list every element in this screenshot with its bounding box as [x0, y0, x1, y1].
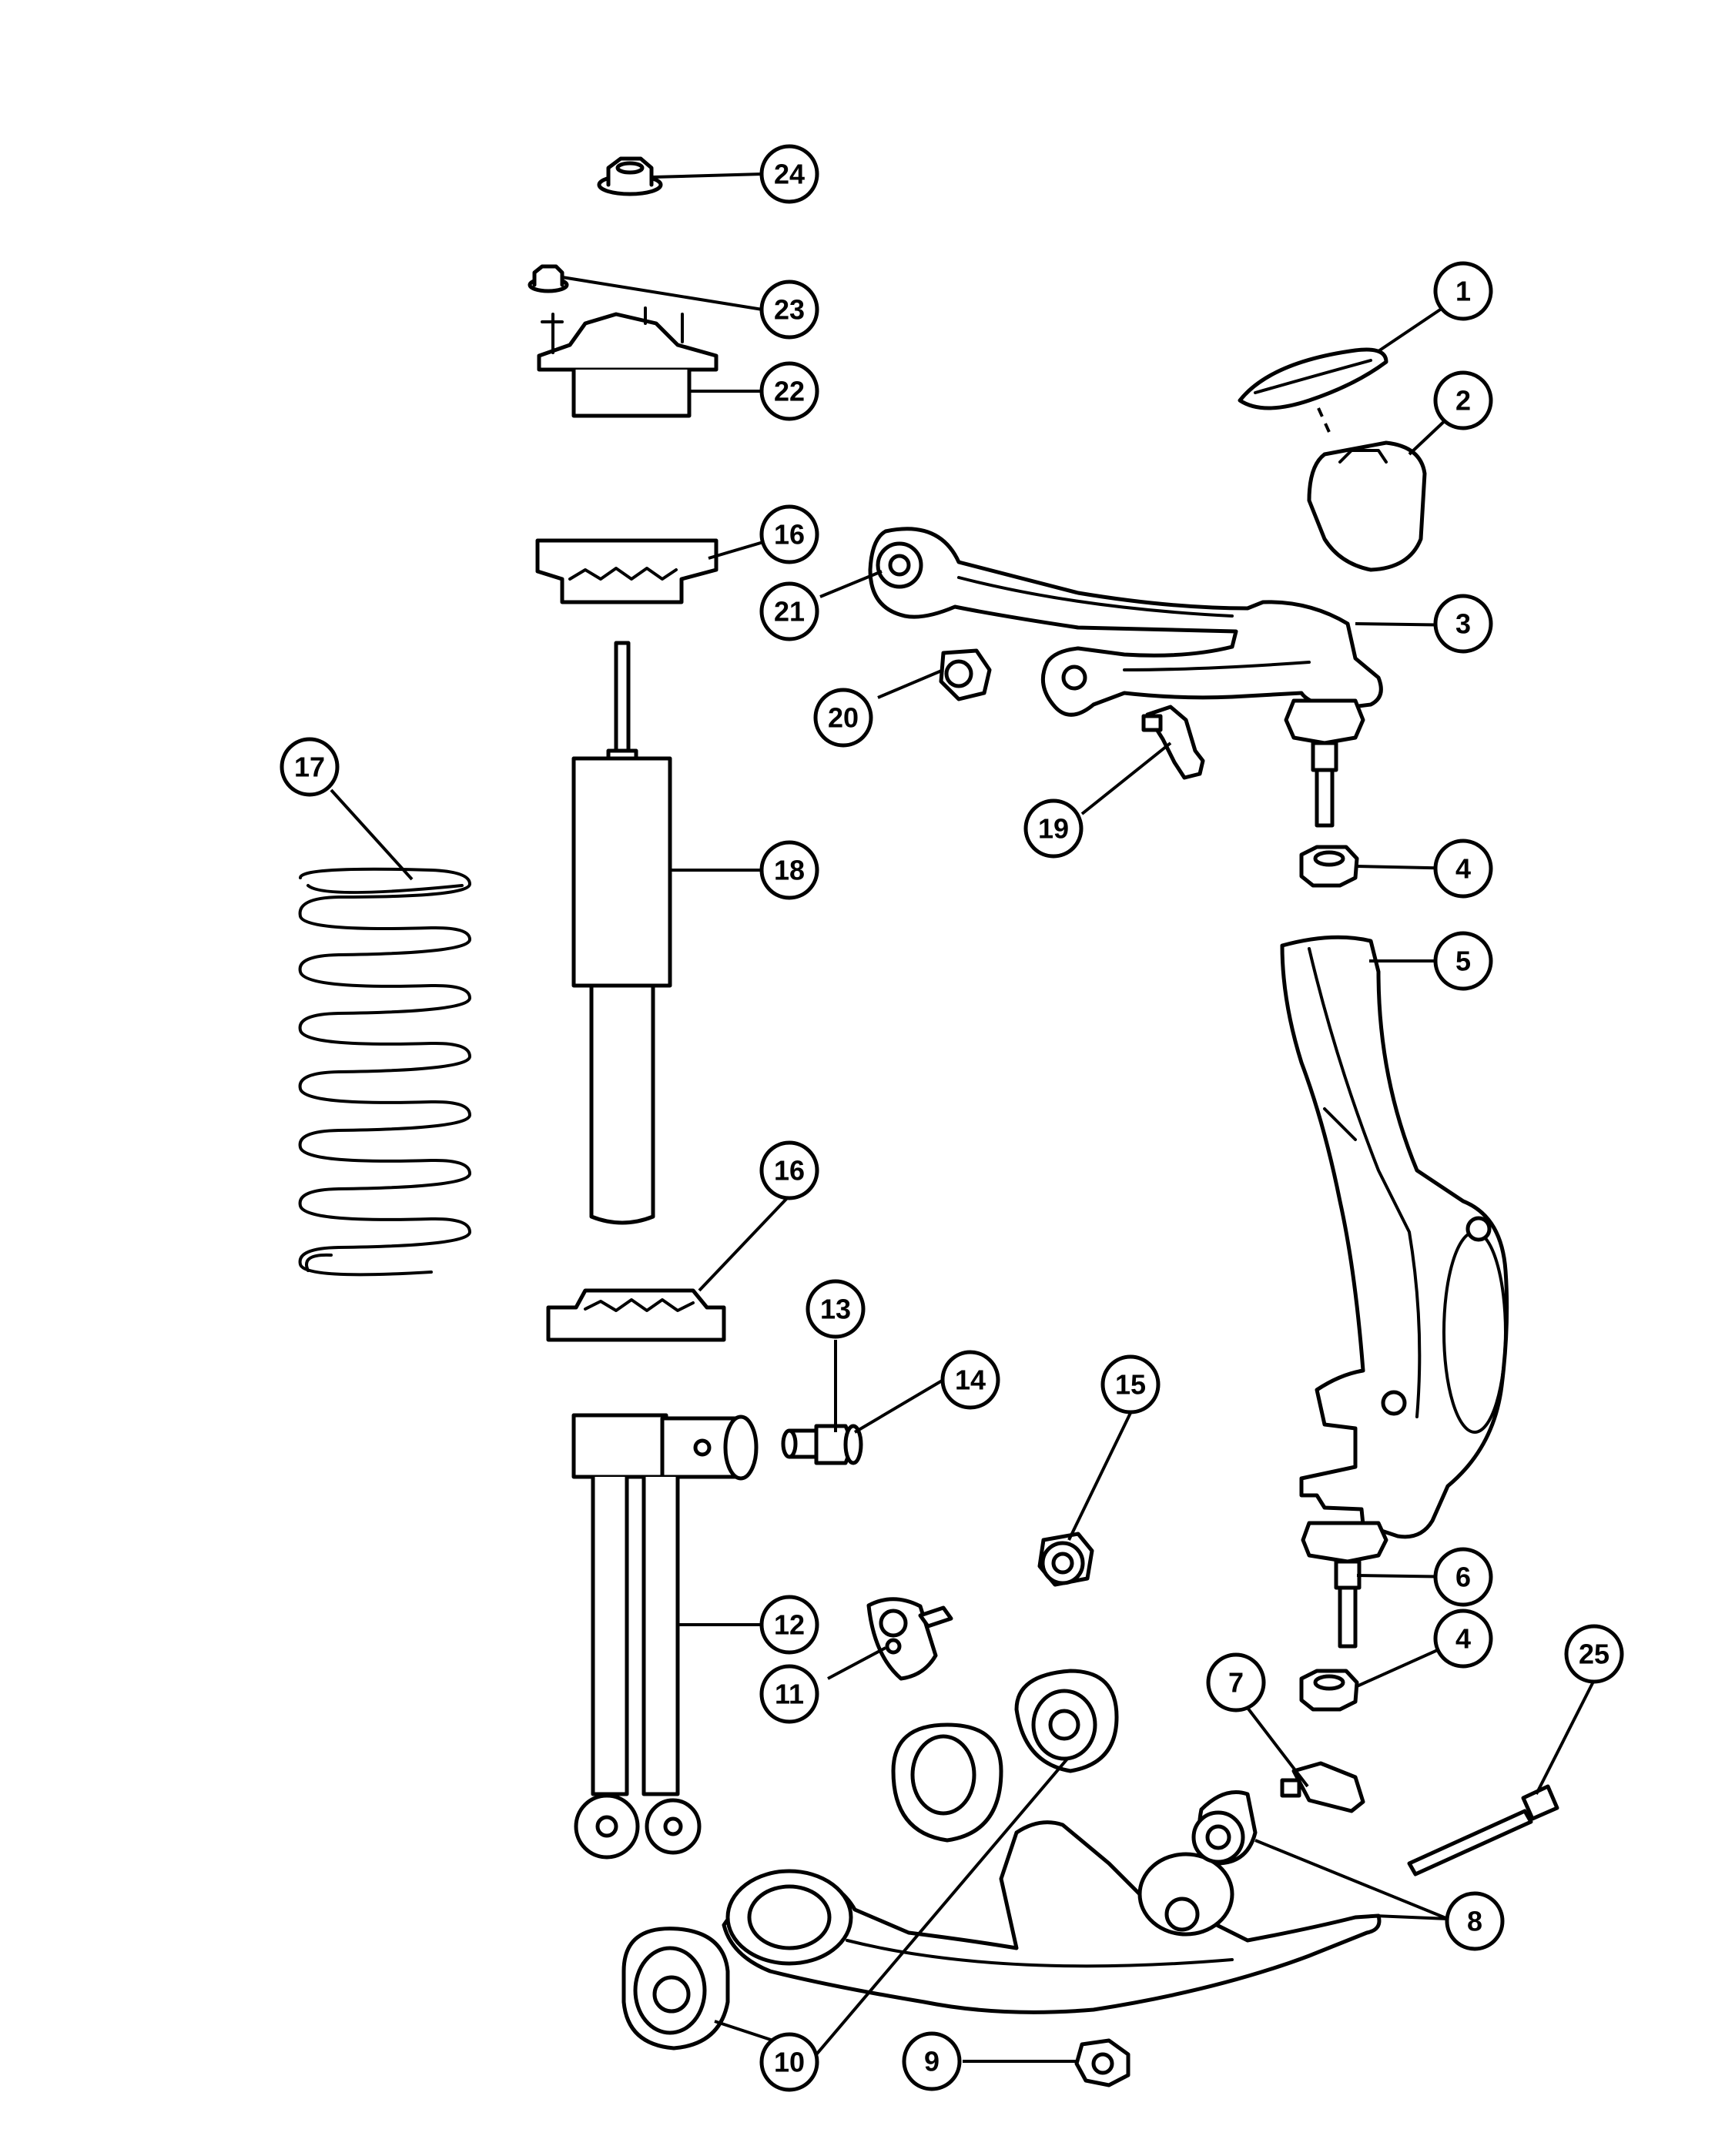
wheel-speed-sensor-part	[1280, 1761, 1365, 1813]
small-nut-part	[528, 264, 569, 293]
bumper-cap-part	[1238, 347, 1388, 440]
callout-21: 21	[759, 581, 819, 641]
callout-label: 18	[774, 855, 805, 886]
callout-14: 14	[940, 1350, 1000, 1410]
callout-label: 14	[955, 1364, 986, 1396]
callout-label: 11	[775, 1679, 804, 1710]
callout-23: 23	[759, 280, 819, 340]
callout-label: 3	[1455, 608, 1471, 640]
callout-20: 20	[813, 688, 873, 748]
callout-16-upper: 16	[759, 504, 819, 564]
callout-label: 7	[1228, 1667, 1244, 1699]
callout-11: 11	[759, 1664, 819, 1724]
cam-bolt-part	[866, 1597, 953, 1681]
ball-joint-nut-part	[1299, 1669, 1359, 1712]
callout-label: 6	[1455, 1562, 1471, 1593]
callout-13: 13	[806, 1279, 866, 1339]
callout-1: 1	[1433, 261, 1493, 321]
callout-label: 16	[774, 519, 805, 551]
flange-nut-part	[597, 156, 663, 196]
callout-16-lower: 16	[759, 1140, 819, 1200]
lower-control-arm-part	[621, 1669, 1382, 2051]
callout-7: 7	[1206, 1652, 1266, 1712]
callout-17: 17	[280, 737, 340, 797]
callout-8: 8	[1445, 1891, 1505, 1951]
callout-label: 20	[828, 702, 859, 734]
lower-ball-joint-part	[1301, 1521, 1388, 1649]
upper-spring-isolator-part	[535, 538, 718, 604]
callout-19: 19	[1023, 798, 1084, 859]
callout-label: 15	[1115, 1369, 1146, 1401]
upper-mount-part	[537, 306, 718, 418]
bolt-and-nut-part	[781, 1424, 863, 1465]
callout-label: 4	[1455, 853, 1471, 885]
steering-knuckle-part	[1280, 935, 1509, 1539]
callout-22: 22	[759, 361, 819, 421]
sensor-part	[1141, 705, 1205, 780]
callout-label: 23	[774, 294, 805, 326]
callout-18: 18	[759, 840, 819, 900]
upper-control-arm-part	[868, 527, 1383, 828]
ball-joint-nut-part	[1299, 845, 1359, 888]
callout-12: 12	[759, 1595, 819, 1655]
callout-5: 5	[1433, 931, 1493, 991]
callout-label: 17	[294, 752, 325, 783]
hex-nut-part	[1037, 1532, 1094, 1587]
callout-9: 9	[902, 2031, 962, 2091]
cam-nut-part	[939, 648, 992, 701]
lower-spring-isolator-part	[546, 1288, 726, 1342]
callout-label: 22	[774, 376, 805, 407]
callout-label: 8	[1467, 1906, 1482, 1937]
callout-label: 9	[924, 2046, 940, 2077]
callout-label: 21	[774, 596, 805, 628]
callout-label: 4	[1455, 1623, 1471, 1655]
callout-25: 25	[1564, 1624, 1624, 1684]
callout-label: 1	[1455, 276, 1471, 307]
callout-label: 10	[774, 2047, 805, 2078]
callout-label: 16	[774, 1155, 805, 1187]
lower-arm-nut-part	[1074, 2038, 1130, 2087]
shock-absorber-part	[571, 641, 672, 1225]
callout-4: 4	[1433, 839, 1493, 899]
leader-lines	[330, 172, 1596, 2065]
long-bolt-part	[1407, 1784, 1559, 1876]
callout-6: 6	[1433, 1547, 1493, 1607]
callout-24: 24	[759, 144, 819, 204]
callout-label: 19	[1038, 813, 1069, 845]
callout-2: 2	[1433, 370, 1493, 430]
callout-label: 24	[774, 159, 805, 190]
stabilizer-link-part	[571, 1413, 759, 1860]
callout-label: 2	[1455, 385, 1471, 417]
callout-label: 5	[1455, 946, 1471, 977]
callout-3: 3	[1433, 594, 1493, 654]
callout-label: 13	[820, 1294, 851, 1325]
jounce-bumper-part	[1307, 440, 1427, 572]
callout-label: 25	[1579, 1639, 1609, 1670]
callout-4b: 4	[1433, 1609, 1493, 1669]
callout-10: 10	[759, 2032, 819, 2092]
callout-15: 15	[1100, 1354, 1161, 1414]
coil-spring-part	[298, 867, 471, 1277]
callout-label: 12	[774, 1609, 805, 1641]
